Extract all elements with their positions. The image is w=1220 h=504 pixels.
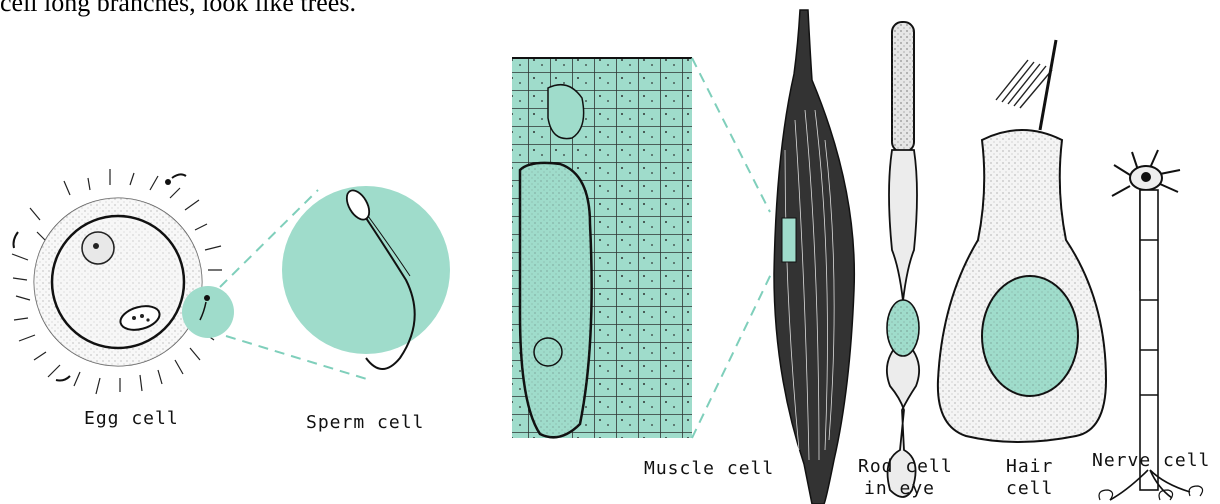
hair-cell-drawing	[938, 40, 1106, 442]
rod-cell-drawing	[887, 22, 919, 497]
hair-cell-label-2: cell	[1006, 478, 1053, 500]
hair-cell-label-1: Hair	[1006, 456, 1053, 478]
rod-cell-label-1: Rod cell	[858, 456, 953, 478]
sperm-zoom	[182, 186, 450, 380]
nerve-cell-drawing	[1099, 150, 1203, 500]
egg-cell-drawing	[12, 169, 226, 394]
rod-cell-label-2: in eye	[864, 478, 935, 500]
egg-cell-label: Egg cell	[84, 408, 179, 430]
nerve-cell-label: Nerve cell	[1092, 450, 1210, 472]
sperm-cell-label: Sperm cell	[306, 412, 424, 434]
muscle-cell-detail	[512, 58, 772, 438]
muscle-cell-label: Muscle cell	[644, 458, 774, 480]
muscle-cell-drawing	[774, 10, 854, 504]
